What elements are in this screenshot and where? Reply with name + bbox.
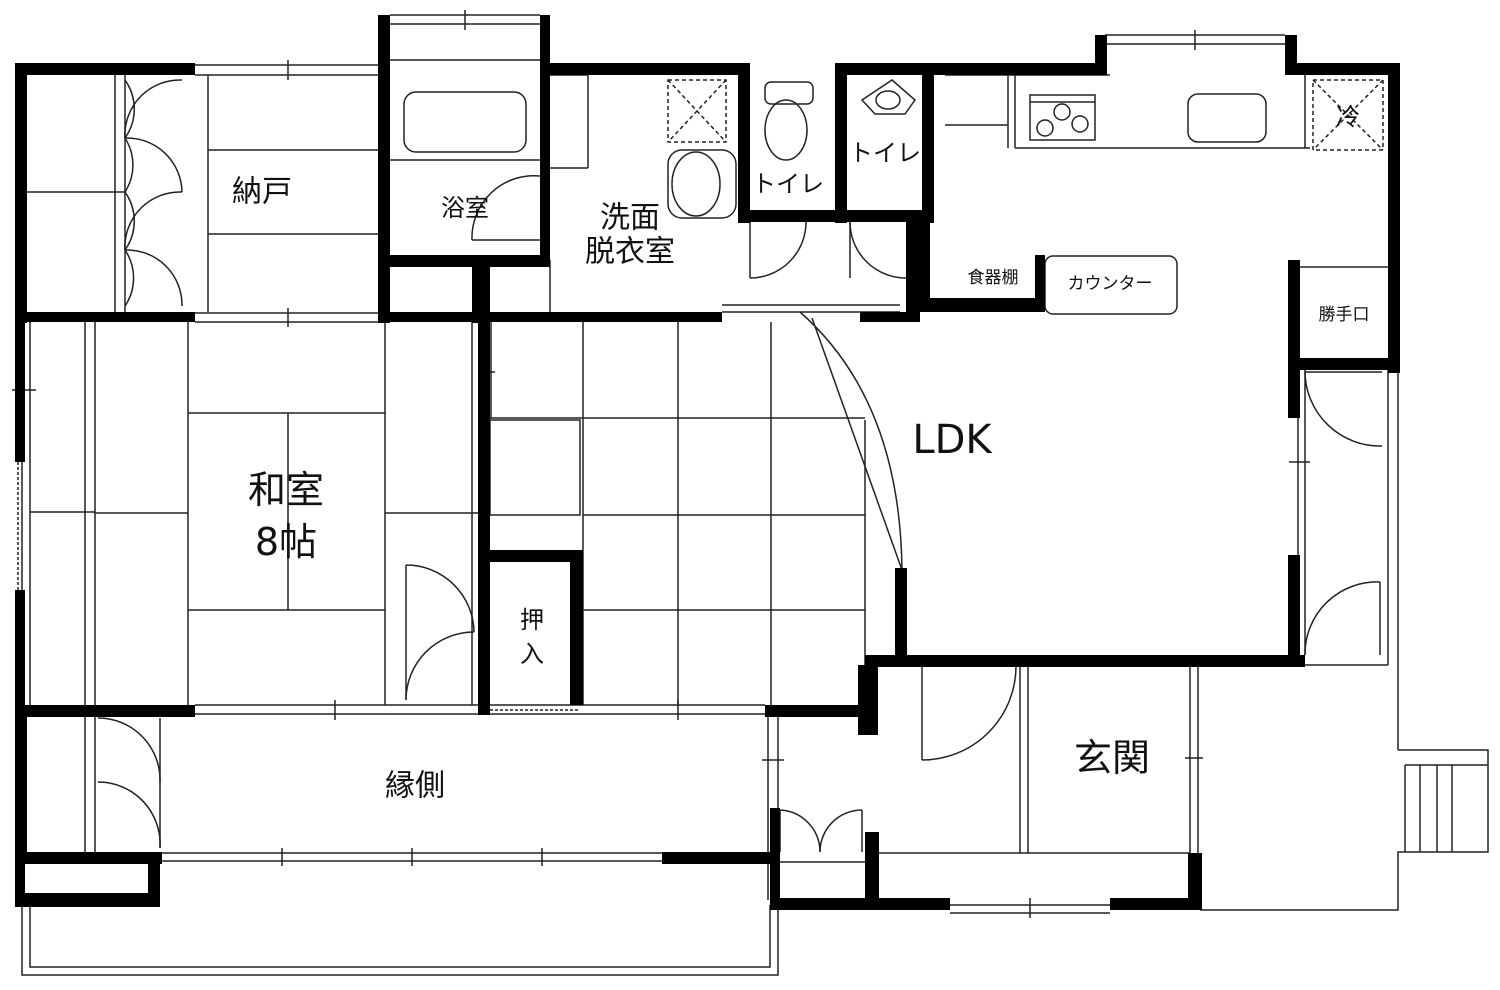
room-label-toilet-2: トイレ bbox=[849, 139, 921, 167]
room-label-bath: 浴室 bbox=[441, 194, 489, 222]
room-label-engawa: 縁側 bbox=[385, 769, 445, 804]
room-labels: 納戸 浴室 洗面 脱衣室 トイレ トイレ 冷 食器棚 カウンター 勝手口 LDK… bbox=[232, 103, 1370, 804]
back-door-label: 勝手口 bbox=[1319, 305, 1370, 325]
room-label-toilet-1: トイレ bbox=[752, 170, 824, 198]
room-label-washroom-line1: 洗面 bbox=[600, 201, 660, 236]
room-label-washroom-line2: 脱衣室 bbox=[585, 235, 675, 270]
walls bbox=[15, 15, 1400, 910]
dish-shelf-label: 食器棚 bbox=[968, 268, 1019, 288]
room-label-washitsu-line2: 8帖 bbox=[255, 520, 317, 564]
room-label-ldk: LDK bbox=[912, 417, 993, 463]
room-label-genkan: 玄関 bbox=[1074, 736, 1150, 780]
fridge-label: 冷 bbox=[1336, 103, 1360, 131]
oshiire-label-line2: 入 bbox=[520, 640, 544, 668]
counter-label: カウンター bbox=[1068, 274, 1153, 294]
oshiire-label-line1: 押 bbox=[520, 606, 544, 634]
room-label-nando: 納戸 bbox=[232, 175, 292, 210]
room-label-washitsu-line1: 和室 bbox=[248, 468, 324, 512]
door-swings bbox=[97, 79, 1383, 853]
